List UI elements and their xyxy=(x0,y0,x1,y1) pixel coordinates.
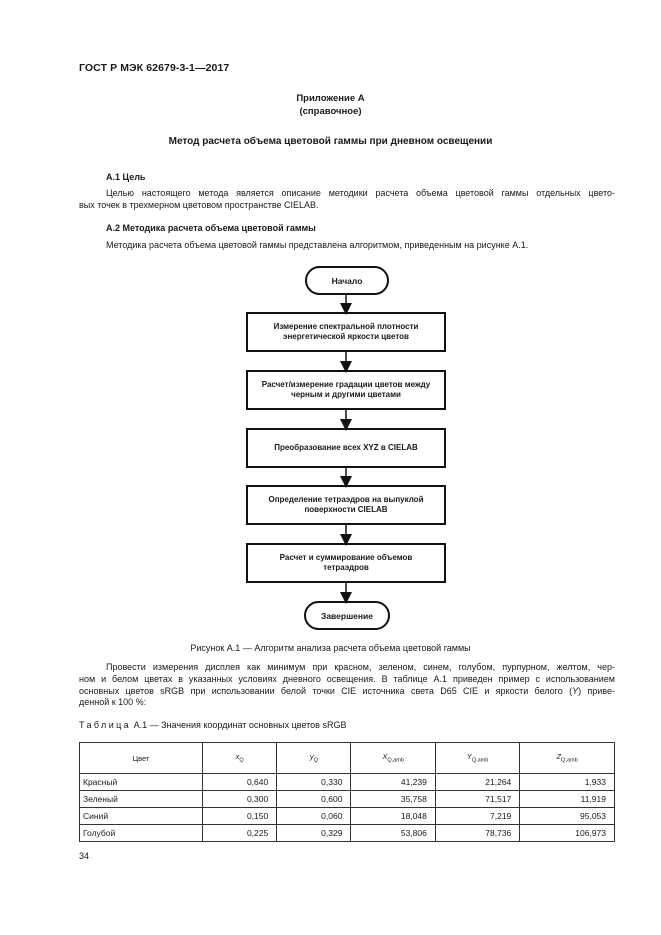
body-paragraph: Провести измерения дисплея как минимум п… xyxy=(79,662,615,709)
flow-step-2: Расчет/измерение градации цветов между ч… xyxy=(246,370,446,410)
col-header-Z: ZQ,amb xyxy=(519,742,615,774)
section-a2-line: Методика расчета объема цветовой гаммы п… xyxy=(106,240,529,250)
cell-X: 18,048 xyxy=(350,807,436,825)
table-row: Красный 0,640 0,330 41,239 21,264 1,933 xyxy=(79,773,615,791)
flow-end-terminal: Завершение xyxy=(304,601,390,630)
flow-step-1: Измерение спектральной плотности энергет… xyxy=(246,312,446,352)
cell-X: 41,239 xyxy=(350,773,436,791)
cell-x: 0,225 xyxy=(201,824,278,842)
col-header-x-sym: x xyxy=(235,752,240,762)
paragraph-line-4: денной к 100 %: xyxy=(79,697,147,708)
table-header-row: Цвет xQ yQ XQ,amb YQ,amb ZQ,amb xyxy=(79,742,615,774)
section-a1-text: Целью настоящего метода является описани… xyxy=(79,188,615,212)
col-header-X-sym: X xyxy=(382,752,388,762)
cell-Y: 71,517 xyxy=(434,790,521,808)
paragraph-line-3-y: Y xyxy=(572,685,579,696)
col-header-X-sub: Q,amb xyxy=(387,757,404,764)
flowchart-connectors xyxy=(340,295,352,604)
cell-X: 35,758 xyxy=(350,790,436,808)
col-header-y: yQ xyxy=(276,742,352,774)
cell-Z: 11,919 xyxy=(519,790,615,808)
page-number: 34 xyxy=(79,851,90,861)
cell-y: 0,329 xyxy=(276,824,352,842)
col-header-color: Цвет xyxy=(79,742,203,774)
flowchart: Начало Измерение спектральной плотности … xyxy=(0,260,661,638)
section-a2-heading: А.2 Методика расчета объема цветовой гам… xyxy=(106,223,316,233)
paragraph-line-3a: основных цветов sRGB при использовании б… xyxy=(79,685,573,696)
table-row: Голубой 0,225 0,329 53,806 78,736 106,97… xyxy=(79,824,615,842)
cell-color-name: Зеленый xyxy=(79,790,203,808)
cell-Z: 106,973 xyxy=(519,824,615,842)
paragraph-line-2: ном и белом цветах в указанных условиях … xyxy=(79,673,615,684)
col-header-Z-sym: Z xyxy=(556,752,562,762)
col-header-y-sub: Q xyxy=(313,757,318,764)
document-header: ГОСТ Р МЭК 62679-3-1—2017 xyxy=(79,62,230,74)
cell-color-name: Красный xyxy=(79,773,203,791)
cell-color-name: Синий xyxy=(79,807,203,825)
section-a1-line2: вых точек в трехмерном цветовом простран… xyxy=(79,199,319,210)
cell-X: 53,806 xyxy=(350,824,436,842)
col-header-Z-sub: Q,amb xyxy=(561,757,578,764)
table-caption: Таблица А.1 — Значения координат основны… xyxy=(79,720,346,730)
section-a1-line1: Целью настоящего метода является описани… xyxy=(106,188,615,198)
col-header-X: XQ,amb xyxy=(350,742,436,774)
section-a2-text: Методика расчета объема цветовой гаммы п… xyxy=(79,240,615,252)
figure-caption: Рисунок А.1 — Алгоритм анализа расчета о… xyxy=(190,643,471,653)
cell-Z: 1,933 xyxy=(519,773,615,791)
flow-step-3: Преобразование всех XYZ в CIELAB xyxy=(246,428,446,468)
cell-y: 0,330 xyxy=(276,773,352,791)
flow-step-5: Расчет и суммирование объемов тетраэдров xyxy=(246,543,446,583)
cell-x: 0,150 xyxy=(201,807,278,825)
table-row: Синий 0,150 0,060 18,048 7,219 95,053 xyxy=(79,807,615,825)
annex-label: Приложение А xyxy=(296,93,365,104)
col-header-Y-sub: Q,amb xyxy=(471,757,489,764)
flow-step-4: Определение тетраэдров на выпуклой повер… xyxy=(246,485,446,525)
paragraph-line-1: Провести измерения дисплея как минимум п… xyxy=(106,662,615,672)
table-caption-text: А.1 — Значения координат основных цветов… xyxy=(131,720,347,730)
table-caption-label: Таблица xyxy=(79,720,132,730)
paragraph-line-3b: ) приве- xyxy=(578,685,615,696)
cell-Y: 78,736 xyxy=(434,824,521,842)
srgb-coordinates-table: Цвет xQ yQ XQ,amb YQ,amb ZQ,amb Красный … xyxy=(79,742,615,842)
cell-y: 0,600 xyxy=(276,790,352,808)
cell-Z: 95,053 xyxy=(519,807,615,825)
table-row: Зеленый 0,300 0,600 35,758 71,517 11,919 xyxy=(79,790,615,808)
annex-title: Метод расчета объема цветовой гаммы при … xyxy=(168,136,493,147)
cell-color-name: Голубой xyxy=(79,824,203,842)
annex-kind: (справочное) xyxy=(299,106,362,117)
col-header-Y-sym: Y xyxy=(466,752,472,762)
col-header-x: xQ xyxy=(201,742,278,774)
cell-x: 0,300 xyxy=(201,790,278,808)
cell-Y: 21,264 xyxy=(434,773,521,791)
col-header-y-sym: y xyxy=(309,752,314,762)
cell-Y: 7,219 xyxy=(434,807,521,825)
section-a1-heading: А.1 Цель xyxy=(106,172,146,182)
flow-start-terminal: Начало xyxy=(305,266,389,295)
cell-x: 0,640 xyxy=(201,773,278,791)
col-header-x-sub: Q xyxy=(239,757,244,764)
col-header-Y: YQ,amb xyxy=(434,742,521,774)
cell-y: 0,060 xyxy=(276,807,352,825)
